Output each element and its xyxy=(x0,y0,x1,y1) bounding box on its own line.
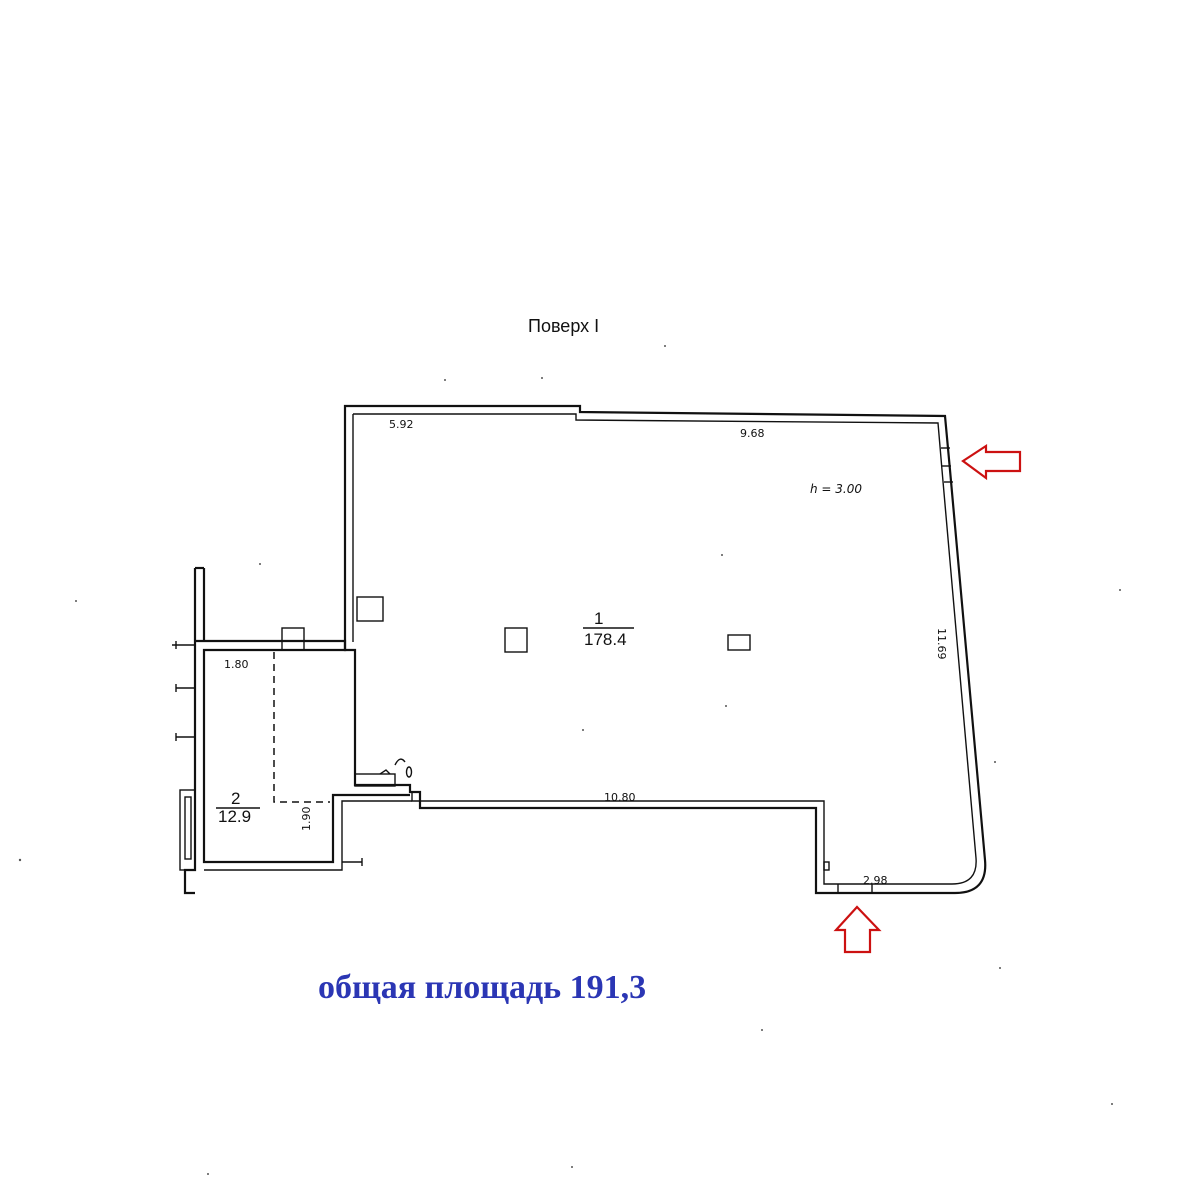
floor-title: Поверх I xyxy=(528,316,599,336)
room-1-number: 1 xyxy=(594,609,603,628)
column-center xyxy=(504,627,528,653)
entrance-arrow-right xyxy=(961,443,1022,481)
dim-middle-bottom: 10.80 xyxy=(604,791,636,804)
total-area: общая площадь 191,3 xyxy=(318,969,646,1006)
room-2-area: 12.9 xyxy=(218,807,251,826)
dim-left-top: 1.80 xyxy=(224,658,249,671)
door-swing xyxy=(394,758,406,766)
dim-top-left: 5.92 xyxy=(389,418,414,431)
room-1-label: 1 178.4 xyxy=(583,609,634,649)
dim-top-right: 9.68 xyxy=(740,427,765,440)
room-1-area: 178.4 xyxy=(584,630,627,649)
dim-entrance-bottom: 2.98 xyxy=(863,874,888,887)
room-1-walls xyxy=(343,404,987,895)
columns xyxy=(281,596,751,787)
room-2-walls xyxy=(172,566,412,895)
vent-block xyxy=(354,773,396,787)
room-2-label: 2 12.9 xyxy=(216,789,260,826)
room-2-number: 2 xyxy=(231,789,240,808)
dim-left-vertical: 1.90 xyxy=(300,807,313,832)
column-top xyxy=(356,596,384,622)
scan-specks xyxy=(18,345,1121,1175)
entrance-arrow-bottom xyxy=(833,905,882,954)
dim-right: 11.69 xyxy=(935,628,948,660)
ceiling-height: h = 3.00 xyxy=(810,482,862,496)
column-right xyxy=(727,634,751,651)
column-left xyxy=(281,627,305,651)
